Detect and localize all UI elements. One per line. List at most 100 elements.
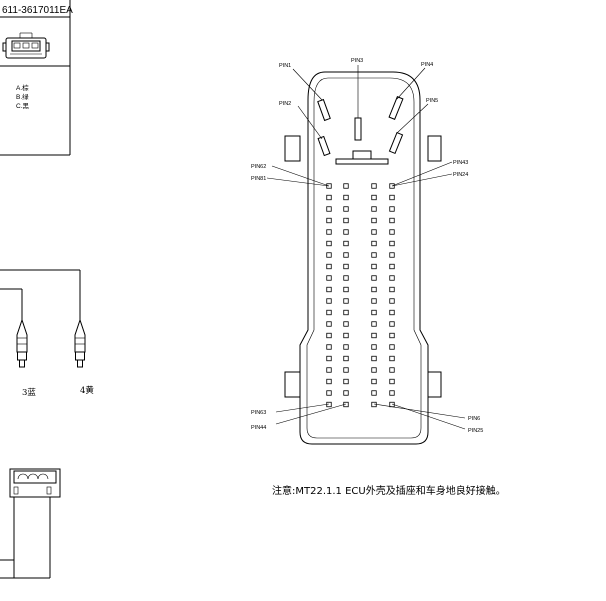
- pin25-label: PIN25: [468, 428, 483, 434]
- ecu-pin-socket: [389, 240, 395, 247]
- ecu-pin-socket: [371, 263, 377, 270]
- ecu-pin-socket: [343, 321, 349, 327]
- ecu-pin-socket: [389, 355, 395, 362]
- ecu-pin-socket: [343, 194, 349, 201]
- pin44-label: PIN44: [251, 425, 266, 431]
- wiring-harness: [0, 269, 81, 320]
- pin24-label: PIN24: [453, 172, 468, 178]
- pin43-label: PIN43: [453, 160, 468, 166]
- ecu-pin-socket: [371, 298, 377, 304]
- ecu-pin-socket: [326, 252, 332, 258]
- ecu-connector: [284, 71, 442, 445]
- ecu-pin-socket: [389, 194, 395, 201]
- ecu-pin-socket: [371, 367, 377, 373]
- pin4-terminal: [388, 96, 404, 120]
- ecu-pin-socket: [389, 217, 395, 224]
- pin5-terminal: [388, 131, 404, 155]
- ecu-pin-socket: [326, 206, 332, 212]
- ecu-pin-socket: [343, 252, 349, 258]
- pin2-label: PIN2: [279, 101, 291, 107]
- ecu-pin-socket: [389, 321, 395, 327]
- pin1-terminal: [317, 98, 331, 122]
- connector-4-label: 4黄: [80, 385, 94, 396]
- ecu-pin-socket: [343, 263, 349, 270]
- ecu-pin-socket: [326, 217, 332, 224]
- ecu-pin-socket: [371, 217, 377, 224]
- ecu-pin-socket: [371, 390, 377, 396]
- pin6-label: PIN6: [468, 416, 480, 422]
- connector-3: 3蓝: [16, 318, 36, 398]
- ecu-pin-socket: [343, 355, 349, 362]
- ecu-pin-socket: [371, 183, 377, 189]
- ecu-pin-socket: [326, 309, 332, 316]
- part-number: 611-3617011EA: [2, 5, 73, 16]
- ecu-pin-socket: [389, 252, 395, 258]
- ecu-pin-socket: [326, 263, 332, 270]
- ecu-pin-socket: [371, 229, 377, 235]
- ecu-pin-socket: [389, 332, 395, 339]
- ecu-pin-socket: [343, 275, 349, 281]
- ecu-pin-socket: [343, 332, 349, 339]
- ecu-pin-socket: [371, 355, 377, 362]
- ecu-pin-socket: [389, 309, 395, 316]
- ecu-pin-socket: [343, 309, 349, 316]
- ecu-pin-socket: [343, 240, 349, 247]
- pin5-label: PIN5: [426, 98, 438, 104]
- sensor-info-box: 611-3617011EA A.棕 B.绿 C.黑: [0, 0, 73, 156]
- ecu-pin-socket: [326, 344, 332, 350]
- ecu-pin-socket: [326, 240, 332, 247]
- ecu-pin-socket: [389, 229, 395, 235]
- ecu-pin-socket: [389, 367, 395, 373]
- ecu-pin-socket: [326, 286, 332, 293]
- ecu-pin-socket: [371, 378, 377, 385]
- ecu-pin-socket: [343, 367, 349, 373]
- ecu-pin-socket: [343, 390, 349, 396]
- pin63-label: PIN63: [251, 410, 266, 416]
- ecu-pin-socket: [389, 378, 395, 385]
- ecu-pin-socket: [389, 298, 395, 304]
- ecu-pin-socket: [326, 367, 332, 373]
- pin81-label: PIN81: [251, 176, 266, 182]
- ecu-pin-socket: [371, 332, 377, 339]
- pin4-label: PIN4: [421, 62, 433, 68]
- pin2-terminal: [317, 135, 331, 157]
- ecu-pin-socket: [326, 229, 332, 235]
- ecu-pin-socket: [371, 240, 377, 247]
- ecu-pin-socket: [389, 183, 395, 189]
- ecu-pin-grid: [326, 183, 395, 408]
- ecu-pin-socket: [343, 286, 349, 293]
- ecu-pin-socket: [326, 194, 332, 201]
- ecu-pin-socket: [389, 344, 395, 350]
- ecu-pin-socket: [326, 275, 332, 281]
- ecu-pin-socket: [371, 206, 377, 212]
- ecu-pin-socket: [343, 378, 349, 385]
- ecu-pin-socket: [389, 286, 395, 293]
- ecu-pin-socket: [343, 298, 349, 304]
- ecu-pin-socket: [371, 309, 377, 316]
- pin3-terminal: [354, 117, 362, 141]
- ecu-ground-note: 注意:MT22.1.1 ECU外壳及插座和车身地良好接触。: [272, 484, 506, 497]
- ecu-pin-socket: [343, 229, 349, 235]
- legend-b: B.绿: [16, 92, 29, 101]
- bottom-left-connector: [0, 468, 61, 579]
- ecu-pin-socket: [371, 275, 377, 281]
- ecu-pin-socket: [389, 275, 395, 281]
- ecu-pin-socket: [343, 183, 349, 189]
- ecu-pin-socket: [326, 332, 332, 339]
- ecu-pin-socket: [389, 390, 395, 396]
- pin-leaders: [266, 65, 466, 430]
- ecu-pin-socket: [371, 194, 377, 201]
- pin1-label: PIN1: [279, 63, 291, 69]
- ecu-pin-socket: [389, 263, 395, 270]
- ecu-pin-socket: [343, 217, 349, 224]
- ecu-pin-socket: [371, 286, 377, 293]
- connector-4: 4黄: [74, 318, 94, 396]
- ecu-pin-socket: [389, 206, 395, 212]
- ecu-pin-socket: [326, 298, 332, 304]
- pin3-label: PIN3: [351, 58, 363, 64]
- legend-a: A.棕: [16, 83, 29, 92]
- pin62-label: PIN62: [251, 164, 266, 170]
- ecu-pin-socket: [326, 355, 332, 362]
